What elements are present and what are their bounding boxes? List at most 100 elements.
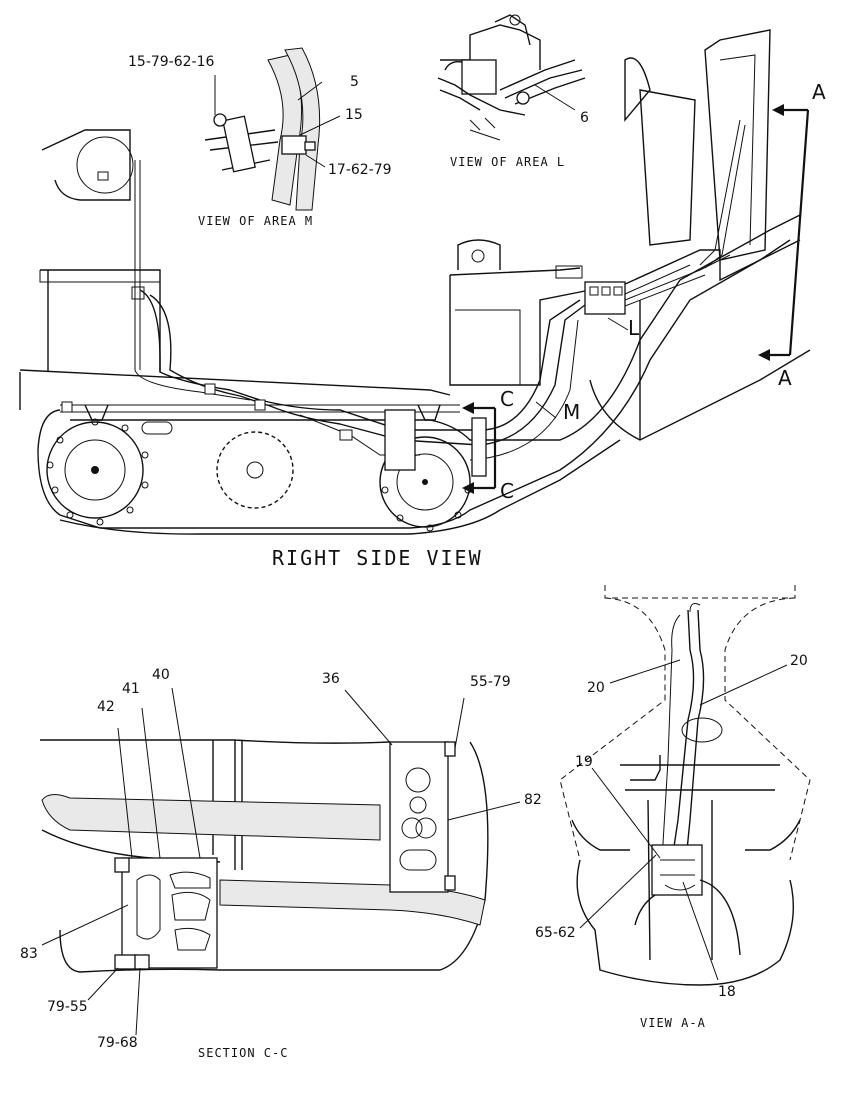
boom-cover-top: [624, 57, 651, 122]
rear-body: [449, 275, 591, 386]
aa-valve-block: [651, 844, 703, 896]
boom-lines: [699, 119, 746, 269]
track-outline-inner: [70, 214, 801, 441]
track-frame: [19, 369, 451, 396]
leader-82: [447, 801, 521, 821]
callout-15: 15: [345, 107, 363, 123]
tank-cap: [97, 171, 109, 181]
callout-79-68: 79-68: [97, 1035, 138, 1051]
callout-36: 36: [322, 671, 340, 687]
aa-hose-3: [661, 603, 701, 861]
view-area-l: VIEW OF AREA L: [437, 14, 586, 169]
rear-roller: [379, 436, 471, 528]
area-m-clamp-bolt: [304, 141, 316, 151]
track-bottom-chain: [59, 439, 621, 535]
left-body: [40, 269, 161, 372]
callout-41: 41: [122, 681, 140, 697]
aa-oval-port: [681, 717, 723, 743]
cylinder-end: [555, 265, 583, 279]
marker-l-leader: [607, 317, 629, 331]
leader-20-left: [609, 659, 681, 684]
area-l-fitting: [494, 14, 531, 46]
upper-tank: [41, 129, 131, 201]
leader-36: [344, 689, 393, 746]
cc-port-3: [401, 817, 423, 839]
aa-hose-1: [671, 609, 695, 861]
cc-bolt-top: [114, 857, 130, 873]
tank-gauge: [76, 136, 134, 194]
callout-6: 6: [580, 110, 589, 126]
callout-55-79: 55-79: [470, 674, 511, 690]
callout-83: 83: [20, 946, 38, 962]
leader-79-68: [135, 967, 141, 1036]
callout-20-left: 20: [587, 680, 605, 696]
leader-65-62: [579, 854, 657, 929]
view-aa: VIEW A-A: [559, 585, 811, 1030]
aa-hull-outline: [559, 597, 811, 861]
valve-cluster: [584, 254, 731, 315]
track-outline: [37, 239, 791, 529]
clamp-1: [131, 286, 145, 300]
right-side-view-title: RIGHT SIDE VIEW: [272, 546, 483, 570]
leader-42: [117, 727, 133, 859]
hose-to-valve-2: [479, 304, 586, 446]
marker-a-top: A: [812, 80, 826, 104]
right-frame: [589, 239, 801, 301]
aa-valve-detail: [660, 859, 696, 891]
area-m-clamp: [281, 135, 307, 155]
cc-right-bolt-bottom: [444, 875, 456, 891]
boom-arm-inner: [719, 54, 756, 246]
area-l-valve: [461, 59, 497, 95]
bracket-left: [84, 404, 109, 421]
callout-15-79-62-16: 15-79-62-16: [128, 54, 215, 70]
aa-frame-verticals: [647, 799, 713, 961]
view-area-m: VIEW OF AREA M: [198, 47, 341, 228]
leader-15: [299, 115, 341, 136]
area-l-hoses: [499, 59, 586, 105]
leader-79-55: [87, 967, 119, 1001]
aa-hose-exit: [634, 879, 741, 956]
hose-main-2: [149, 294, 481, 446]
aa-frame-cross: [620, 764, 780, 791]
cc-port-2: [409, 796, 427, 814]
section-marker-cc: [462, 402, 497, 494]
leader-55-79: [454, 697, 465, 749]
area-m-clip-block: [222, 115, 256, 173]
marker-a-bottom: A: [778, 366, 792, 390]
boom-arm: [704, 29, 771, 261]
cc-bolt-bottom: [114, 954, 138, 970]
leader-83: [41, 904, 129, 946]
hose-main-3: [134, 369, 251, 401]
marker-m: M: [563, 400, 580, 424]
hose-fittings: [61, 383, 411, 466]
section-cc: SECTION C-C: [40, 687, 521, 1060]
area-l-port: [509, 14, 521, 26]
callout-82: 82: [524, 792, 542, 808]
leader-5: [297, 81, 323, 101]
marker-m-leader: [535, 401, 557, 419]
rear-body-top: [449, 267, 581, 276]
leader-19: [591, 767, 661, 859]
section-marker-aa: [758, 104, 810, 361]
cc-washer: [134, 954, 150, 970]
area-l-clips: [469, 117, 501, 141]
aa-lower-hull: [576, 859, 794, 986]
left-body-top: [39, 270, 160, 283]
marker-c-bottom: C: [500, 479, 514, 503]
area-l-title: VIEW OF AREA L: [450, 155, 565, 169]
marker-c-top: C: [500, 387, 514, 411]
cc-port-5: [399, 849, 437, 871]
area-l-bolt: [516, 91, 530, 105]
lift-eye: [457, 239, 501, 270]
callout-20-right: 20: [790, 653, 808, 669]
cc-clamp-ports: [136, 871, 211, 951]
callout-65-62: 65-62: [535, 925, 576, 941]
marker-l: L: [628, 316, 640, 340]
leader-20-right: [699, 664, 788, 706]
callout-labels: 15-79-62-16 5 15 17-62-79 6 36 55-79 82 …: [20, 54, 808, 1051]
aa-bracket: [630, 755, 661, 781]
cc-clamp-block-right: [389, 741, 449, 893]
leader-18: [682, 881, 719, 981]
area-m-title: VIEW OF AREA M: [198, 214, 313, 228]
callout-17-62-79: 17-62-79: [328, 162, 392, 178]
